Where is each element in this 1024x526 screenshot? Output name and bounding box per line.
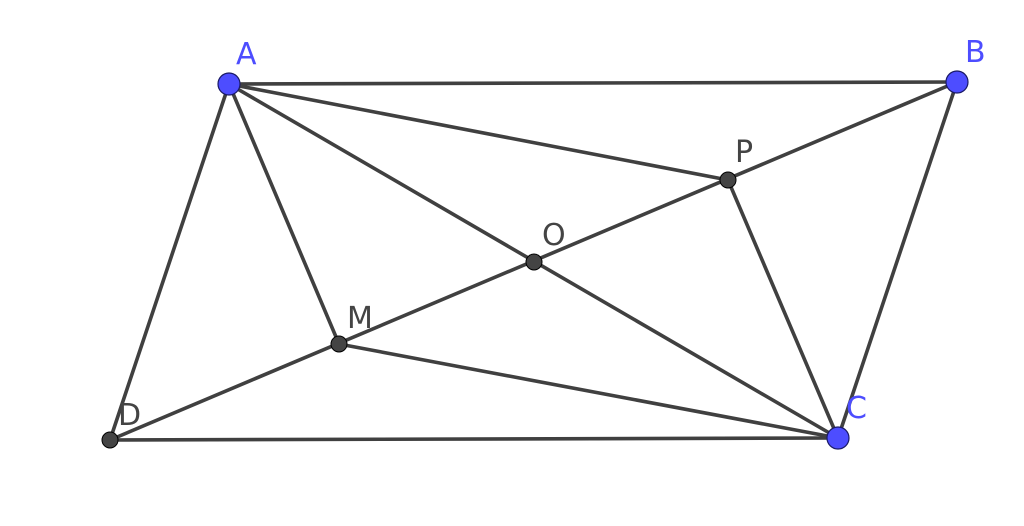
label-P: P [735,135,753,170]
segment-BC [836,80,959,440]
point-O[interactable] [525,253,543,271]
point-C[interactable] [826,426,850,450]
label-O: O [542,218,566,253]
segment-AM [227,82,341,346]
point-M[interactable] [330,335,348,353]
point-B[interactable] [945,70,969,94]
segment-AP [227,82,730,182]
segment-PC [726,178,840,440]
label-A: A [236,37,257,72]
point-A[interactable] [217,72,241,96]
segment-CD [108,436,840,442]
label-D: D [118,398,141,433]
label-B: B [965,35,986,70]
points-layer [101,70,969,450]
label-C: C [846,391,867,426]
segment-DA [108,82,231,442]
point-D[interactable] [101,431,119,449]
point-P[interactable] [719,171,737,189]
segment-AB [227,80,959,86]
label-M: M [347,301,373,336]
segment-MC [337,342,840,440]
labels-layer: A B C D O P M [118,35,986,433]
